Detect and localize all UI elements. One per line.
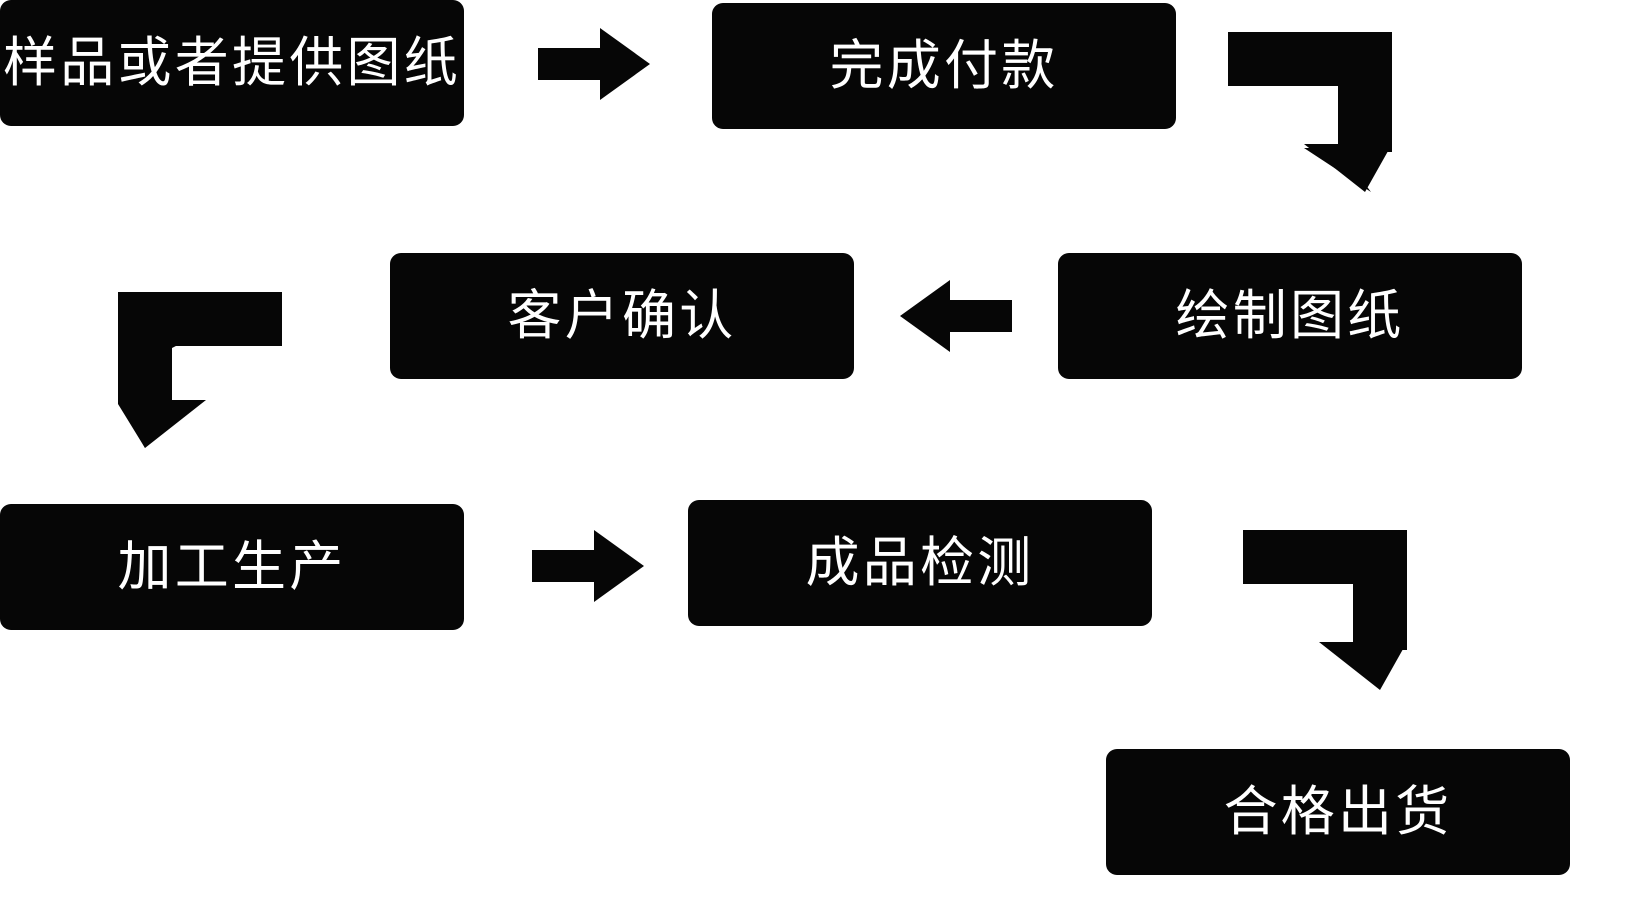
flow-node-label: 样品或者提供图纸	[3, 31, 461, 94]
arrow-left-icon	[900, 280, 1012, 352]
arrow-elbow-right-down-icon	[1228, 32, 1392, 192]
flow-node-step-5[interactable]: 加工生产	[0, 504, 464, 630]
flow-node-label: 合格出货	[1223, 780, 1453, 843]
flow-node-step-1[interactable]: 样品或者提供图纸	[0, 0, 464, 126]
arrow-elbow-left-down-icon	[118, 292, 282, 448]
flow-node-label: 绘制图纸	[1175, 284, 1405, 347]
arrow-right-icon	[532, 530, 644, 602]
flow-node-label: 成品检测	[805, 531, 1035, 594]
arrow-elbow-right-down-icon	[1243, 530, 1407, 690]
arrow-right-icon	[538, 28, 650, 100]
flow-node-label: 加工生产	[117, 535, 347, 598]
flow-node-step-6[interactable]: 成品检测	[688, 500, 1152, 626]
flow-node-label: 完成付款	[829, 34, 1059, 97]
flow-node-label: 客户确认	[507, 284, 737, 347]
flow-node-step-7[interactable]: 合格出货	[1106, 749, 1570, 875]
flow-node-step-4[interactable]: 客户确认	[390, 253, 854, 379]
flow-node-step-2[interactable]: 完成付款	[712, 3, 1176, 129]
flow-node-step-3[interactable]: 绘制图纸	[1058, 253, 1522, 379]
